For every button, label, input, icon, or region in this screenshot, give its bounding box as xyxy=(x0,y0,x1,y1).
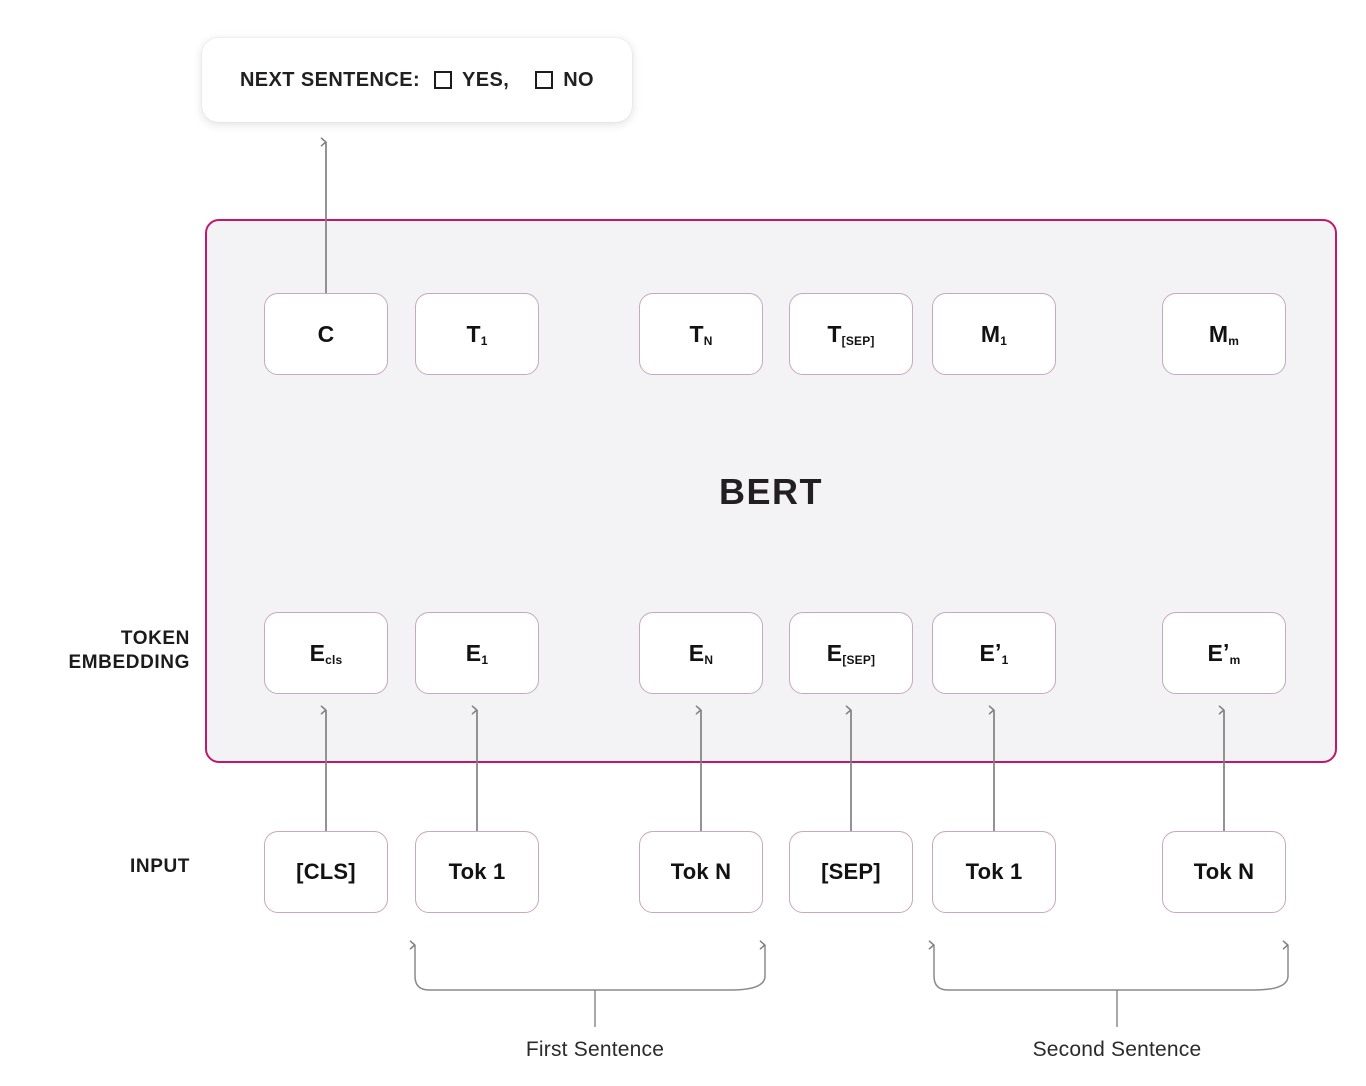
embedding-token-box-0-label: Ecls xyxy=(309,639,343,668)
embedding-token-box-1: E1 xyxy=(415,612,539,694)
embedding-token-box-2: EN xyxy=(639,612,763,694)
embedding-token-box-0-subscript: cls xyxy=(325,653,343,668)
output-token-box-5-label: Mm xyxy=(1208,320,1240,349)
next-sentence-label: NEXT SENTENCE: xyxy=(239,68,421,91)
embedding-token-box-3-label: E[SEP] xyxy=(826,639,876,668)
input-token-box-4: Tok 1 xyxy=(932,831,1056,913)
row-label-token-embedding: TOKEN EMBEDDING xyxy=(0,627,190,676)
output-token-box-3-label: T[SEP] xyxy=(827,320,875,349)
output-token-box-4-label: M1 xyxy=(980,320,1008,349)
output-token-box-5-base: M xyxy=(1208,320,1229,347)
input-token-box-1: Tok 1 xyxy=(415,831,539,913)
embedding-token-box-2-base: E xyxy=(688,639,705,666)
output-token-box-2: TN xyxy=(639,293,763,375)
output-token-box-2-label: TN xyxy=(689,320,713,349)
input-token-box-4-label: Tok 1 xyxy=(965,859,1023,884)
output-token-box-0-label: C xyxy=(317,320,335,347)
output-token-box-3: T[SEP] xyxy=(789,293,913,375)
row-label-token-embedding-line2: EMBEDDING xyxy=(68,652,190,674)
next-sentence-no-label: NO xyxy=(563,68,595,91)
embedding-token-box-4-label: E’1 xyxy=(979,639,1009,668)
first-sentence-caption: First Sentence xyxy=(525,1038,665,1061)
output-token-box-4: M1 xyxy=(932,293,1056,375)
output-token-box-3-base: T xyxy=(827,320,842,347)
next-sentence-yes-label: YES, xyxy=(462,68,510,91)
output-token-box-5-subscript: m xyxy=(1228,334,1240,349)
embedding-token-box-0-base: E xyxy=(309,639,326,666)
next-sentence-prediction-content: NEXT SENTENCE: YES, NO xyxy=(240,69,594,92)
output-token-box-0-base: C xyxy=(317,320,335,347)
output-token-box-1-subscript: 1 xyxy=(480,334,488,349)
output-token-box-2-base: T xyxy=(689,320,704,347)
checkbox-empty-icon-no[interactable] xyxy=(535,71,554,89)
embedding-token-box-4-subscript: 1 xyxy=(1001,653,1009,668)
embedding-token-box-4-base: E xyxy=(979,639,996,666)
input-token-box-5: Tok N xyxy=(1162,831,1286,913)
embedding-token-box-3-base: E xyxy=(826,639,843,666)
input-token-box-5-label: Tok N xyxy=(1193,859,1255,884)
output-token-box-4-base: M xyxy=(980,320,1001,347)
output-token-box-1-label: T1 xyxy=(466,320,488,349)
embedding-token-box-5-base: E xyxy=(1207,639,1224,666)
input-token-box-2-label: Tok N xyxy=(670,859,732,884)
embedding-token-box-5-label: E’m xyxy=(1207,639,1241,668)
bert-model-label: BERT xyxy=(719,471,823,512)
output-token-box-4-subscript: 1 xyxy=(1000,334,1008,349)
output-token-box-1-base: T xyxy=(466,320,481,347)
embedding-token-box-5: E’m xyxy=(1162,612,1286,694)
output-token-box-0: C xyxy=(264,293,388,375)
embedding-token-box-5-subscript: m xyxy=(1229,653,1241,668)
second-sentence-caption: Second Sentence xyxy=(1032,1038,1202,1061)
embedding-token-box-3-subscript: [SEP] xyxy=(842,653,876,668)
input-token-box-1-label: Tok 1 xyxy=(448,859,506,884)
next-sentence-prediction-box: NEXT SENTENCE: YES, NO xyxy=(202,38,632,122)
embedding-token-box-4: E’1 xyxy=(932,612,1056,694)
embedding-token-box-2-label: EN xyxy=(688,639,714,668)
checkbox-empty-icon-yes[interactable] xyxy=(434,71,453,89)
input-token-box-3-label: [SEP] xyxy=(821,859,881,884)
output-token-box-3-subscript: [SEP] xyxy=(841,334,875,349)
row-label-input: INPUT xyxy=(130,856,190,877)
output-token-box-1: T1 xyxy=(415,293,539,375)
input-token-box-3: [SEP] xyxy=(789,831,913,913)
embedding-token-box-1-subscript: 1 xyxy=(481,653,489,668)
output-token-box-5: Mm xyxy=(1162,293,1286,375)
input-token-box-0: [CLS] xyxy=(264,831,388,913)
bracket-first-sentence xyxy=(414,975,766,991)
embedding-token-box-4-prime: ’ xyxy=(995,639,1002,666)
input-token-box-0-label: [CLS] xyxy=(296,859,356,884)
output-token-box-2-subscript: N xyxy=(703,334,713,349)
embedding-token-box-0: Ecls xyxy=(264,612,388,694)
row-label-token-embedding-line1: TOKEN xyxy=(120,628,190,649)
embedding-token-box-2-subscript: N xyxy=(704,653,714,668)
embedding-token-box-1-base: E xyxy=(465,639,482,666)
input-token-box-2: Tok N xyxy=(639,831,763,913)
embedding-token-box-5-prime: ’ xyxy=(1223,639,1230,666)
embedding-token-box-1-label: E1 xyxy=(465,639,489,668)
embedding-token-box-3: E[SEP] xyxy=(789,612,913,694)
bracket-second-sentence xyxy=(933,975,1289,991)
bert-model-container: BERT xyxy=(205,219,1337,763)
